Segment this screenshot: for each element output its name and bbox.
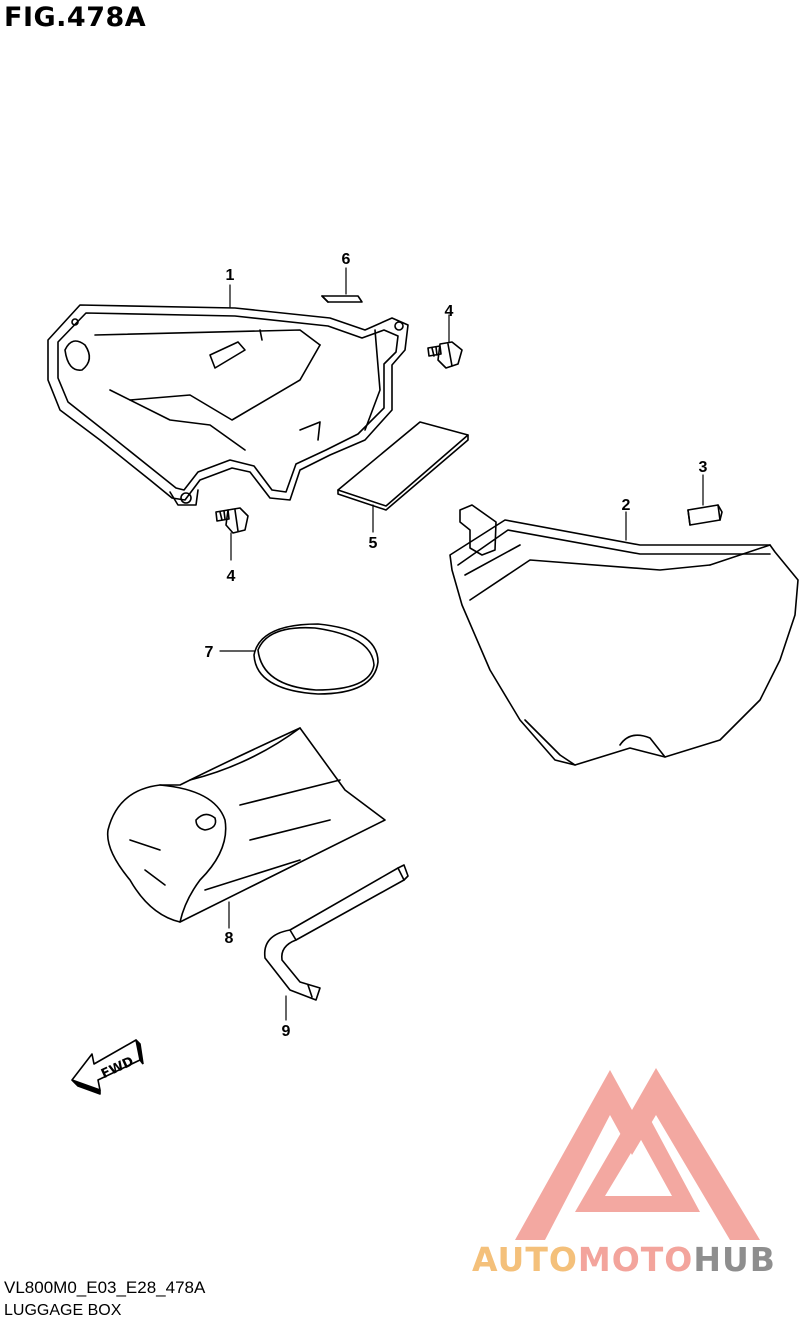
- watermark-auto: AUTO: [472, 1240, 578, 1279]
- callout-2[interactable]: 2: [622, 497, 631, 514]
- watermark-logo: [515, 1068, 760, 1240]
- callout-4-upper[interactable]: 4: [445, 303, 454, 320]
- part-1-luggage-box[interactable]: [47, 304, 409, 506]
- figure-title: FIG.478A: [4, 2, 147, 33]
- part-4-screw-lower[interactable]: [215, 507, 249, 534]
- forward-arrow-icon: FWD: [71, 1039, 144, 1095]
- watermark-moto: MOTO: [577, 1240, 694, 1279]
- part-4-screw-upper[interactable]: [427, 341, 463, 369]
- figure-code: VL800M0_E03_E28_478A: [4, 1278, 206, 1297]
- part-8-tool-bag[interactable]: [106, 727, 386, 923]
- part-9-hex-wrench[interactable]: [263, 864, 409, 1001]
- part-3-pad[interactable]: [687, 504, 723, 526]
- callout-8[interactable]: 8: [225, 930, 234, 947]
- part-2-cover[interactable]: [449, 504, 799, 766]
- callout-3[interactable]: 3: [699, 459, 708, 476]
- callout-4-lower[interactable]: 4: [227, 568, 236, 585]
- callout-1[interactable]: 1: [226, 267, 235, 284]
- watermark-brand: AUTOMOTOHUB: [472, 1240, 776, 1279]
- watermark-hub: HUB: [693, 1240, 776, 1279]
- callout-9[interactable]: 9: [282, 1023, 291, 1040]
- callout-5[interactable]: 5: [369, 535, 378, 552]
- callout-6[interactable]: 6: [342, 251, 351, 268]
- callout-7[interactable]: 7: [205, 644, 214, 661]
- figure-name: LUGGAGE BOX: [4, 1302, 122, 1319]
- part-7-ring[interactable]: [253, 623, 379, 695]
